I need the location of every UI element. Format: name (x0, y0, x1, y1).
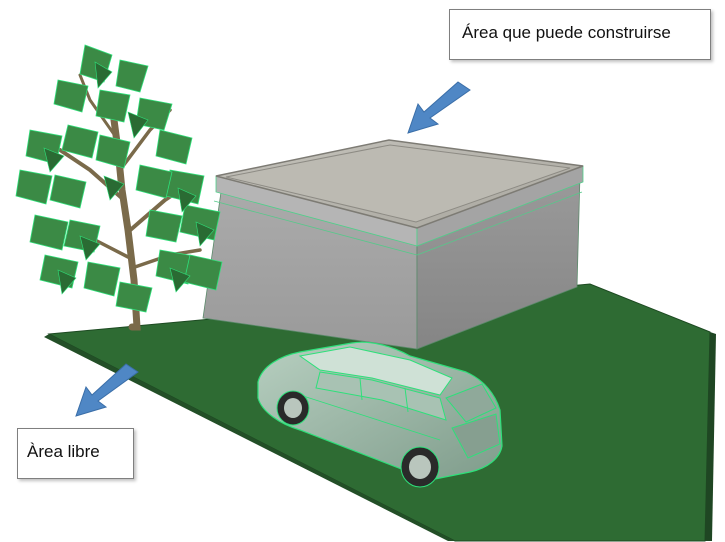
free-area-text: Àrea libre (27, 442, 100, 461)
buildable-area-text: Área que puede construirse (462, 23, 671, 42)
free-area-label: Àrea libre (17, 428, 134, 479)
buildable-area-label: Área que puede construirse (449, 9, 711, 60)
arrow-down-left-icon (407, 81, 471, 134)
car (257, 341, 503, 488)
building-volume (202, 139, 584, 350)
car-wheel-rear (400, 446, 440, 488)
arrow-down-left-icon (75, 363, 139, 417)
tree (15, 44, 223, 331)
car-wheel-front (276, 390, 310, 426)
